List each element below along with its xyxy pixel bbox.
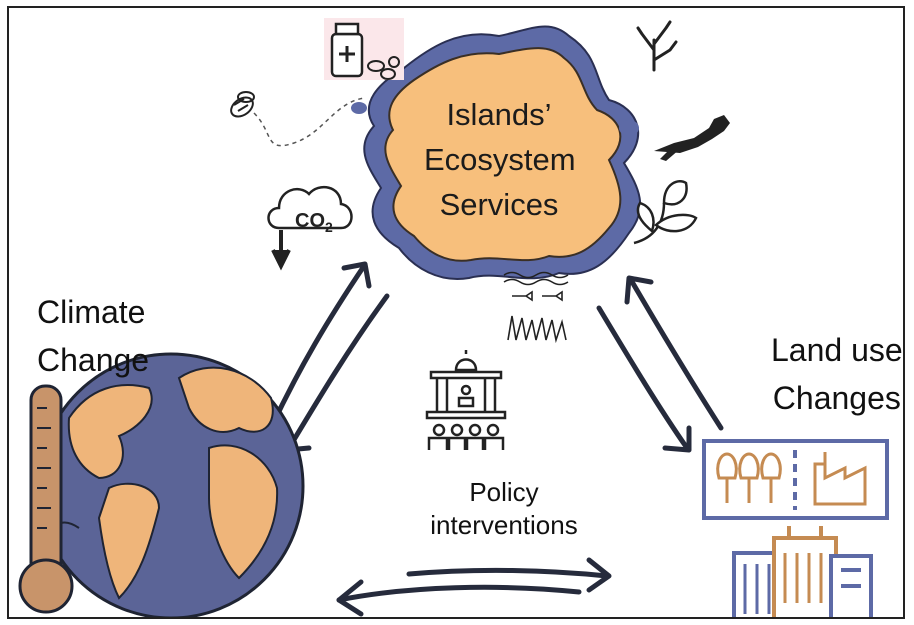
land-use-changes-label: Land use Changes bbox=[771, 326, 903, 422]
arrow-island-to-landuse bbox=[596, 305, 692, 453]
thermometer-icon bbox=[18, 384, 74, 614]
bee-icon bbox=[230, 91, 365, 147]
arrow-to-climate-bottom bbox=[336, 579, 582, 617]
climate-change-line-1: Climate bbox=[37, 294, 146, 330]
policy-interventions-line-2: interventions bbox=[430, 510, 578, 540]
policy-interventions-label: Policy interventions bbox=[404, 476, 604, 542]
land-use-changes-line-2: Changes bbox=[772, 380, 901, 416]
co2-subscript: 2 bbox=[325, 219, 333, 235]
plant-icon bbox=[633, 179, 698, 245]
island-shape bbox=[351, 25, 642, 280]
medicine-icon bbox=[324, 18, 404, 80]
co2-label: CO2 bbox=[295, 210, 333, 235]
ecosystem-services-line-3: Services bbox=[439, 187, 559, 222]
buildings-icon bbox=[732, 526, 873, 617]
coral-icon bbox=[636, 20, 678, 72]
co2-text: CO bbox=[295, 210, 325, 232]
globe-icon bbox=[37, 352, 305, 617]
arrow-landuse-to-island bbox=[624, 275, 724, 431]
arrow-climate-to-island bbox=[268, 261, 372, 431]
landuse-panel-icon bbox=[702, 439, 889, 520]
arrow-island-to-climate bbox=[284, 293, 390, 453]
land-use-changes-line-1: Land use bbox=[771, 332, 903, 368]
policy-interventions-line-1: Policy bbox=[469, 477, 539, 507]
ecosystem-services-label: Islands’ Ecosystem Services bbox=[424, 92, 576, 227]
diagram-frame: Islands’ Ecosystem Services Climate Chan… bbox=[7, 6, 905, 619]
fish-seagrass-icon bbox=[503, 271, 569, 344]
co2-cloud-icon bbox=[267, 185, 353, 271]
climate-change-line-2: Change bbox=[37, 342, 150, 378]
parliament-icon bbox=[425, 350, 507, 450]
climate-change-label: Climate Change bbox=[37, 288, 149, 384]
ecosystem-services-line-1: Islands’ bbox=[446, 97, 552, 132]
ecosystem-services-line-2: Ecosystem bbox=[424, 142, 576, 177]
diagram-artwork bbox=[18, 18, 889, 617]
diver-icon bbox=[654, 115, 730, 161]
arrow-to-landuse-bottom bbox=[406, 557, 612, 593]
